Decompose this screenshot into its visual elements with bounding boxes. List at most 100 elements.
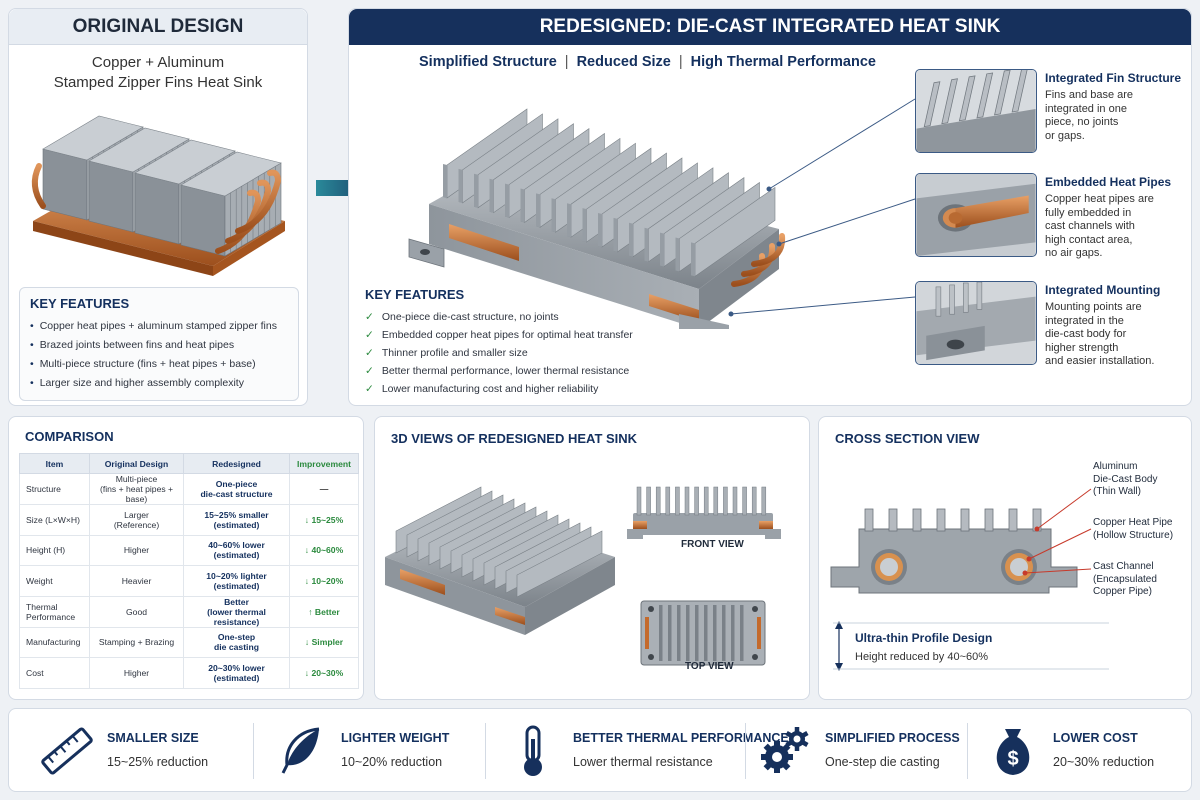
row-improvement: ↓ 15~25% [289, 504, 359, 536]
down-arrow-icon: ↓ [304, 575, 312, 586]
mounting-thumbnail [915, 281, 1037, 365]
callout-text: Copper heat pipes are fully embedded in … [1045, 193, 1154, 259]
comparison-table: Item Original Design Redesigned Improvem… [19, 453, 359, 689]
column-header: Improvement [289, 453, 359, 474]
divider [745, 723, 746, 779]
gear-tooth [774, 741, 780, 749]
original-design-panel: ORIGINAL DESIGN Copper + Aluminum Stampe… [8, 8, 308, 406]
fin-shape [723, 486, 728, 516]
benefit-desc: 20~30% reduction [1053, 755, 1155, 769]
label-copper-heat-pipe: Copper Heat Pipe(Hollow Structure) [1093, 517, 1174, 541]
row-improvement: ↓ 40~60% [289, 534, 359, 566]
redesigned-title: REDESIGNED: DIE-CAST INTEGRATED HEAT SIN… [349, 9, 1191, 45]
svg-text:$: $ [1007, 748, 1018, 770]
original-subtitle-line-2: Stamped Zipper Fins Heat Sink [53, 74, 263, 91]
fin-shape [668, 605, 672, 661]
column-header: Redesigned [183, 453, 290, 474]
fin-shape [704, 605, 708, 661]
benefit-desc: 15~25% reduction [107, 755, 209, 769]
fin-shape [694, 486, 699, 516]
fin-shape [703, 486, 709, 516]
fin-shape [180, 151, 282, 197]
tagline-item: Reduced Size [576, 54, 671, 70]
fin-shape [936, 508, 946, 532]
row-original: Higher [89, 657, 184, 689]
check-icon: ✓ [365, 329, 374, 341]
fin-shape [443, 164, 447, 198]
benefit-title: BETTER THERMAL PERFORMANCE [573, 731, 789, 745]
check-icon: ✓ [365, 365, 374, 377]
fin-shape [180, 184, 226, 257]
fin-shape [761, 486, 767, 516]
cross-section-title: CROSS SECTION VIEW [835, 431, 980, 446]
row-original: Larger(Reference) [89, 504, 184, 536]
column-header: Original Design [89, 453, 184, 474]
front-view-image [627, 486, 781, 539]
top-view-image [640, 600, 766, 666]
fin-shape [134, 172, 180, 245]
tagline-separator: | [564, 54, 569, 70]
fin-shape [691, 242, 695, 277]
thermometer-icon [524, 725, 542, 776]
callout-text: Mounting points are integrated in the di… [1045, 301, 1155, 367]
divider [485, 723, 486, 779]
ruler-icon [41, 727, 93, 775]
callout-integrated-fins: Integrated Fin Structure Fins and base a… [915, 69, 1185, 153]
row-improvement: ↑ Better [289, 595, 359, 628]
gear-tooth [785, 731, 795, 739]
fin-shape [888, 508, 898, 532]
fin-shape [751, 486, 757, 516]
check-icon: ✓ [365, 383, 374, 395]
row-item: Weight [19, 565, 90, 597]
fin-shape [88, 160, 134, 233]
fin-shape [731, 605, 735, 661]
fin-shape [636, 486, 642, 516]
benefit-desc: 10~20% reduction [341, 755, 443, 769]
original-key-features: KEY FEATURES Copper heat pipes + aluminu… [19, 287, 299, 401]
original-features-title: KEY FEATURES [30, 296, 130, 311]
callout-title: Integrated Fin Structure [1045, 71, 1182, 85]
fin-structure-thumbnail [915, 69, 1037, 153]
row-improvement: ↓ 10~20% [289, 565, 359, 597]
3d-views-panel: 3D VIEWS OF REDESIGNED HEAT SINK FR [374, 416, 810, 700]
row-item: Structure [19, 473, 90, 505]
original-feature-item: Brazed joints between fins and heat pipe… [30, 336, 288, 355]
row-redesigned: 20~30% lower(estimated) [183, 657, 290, 689]
redesigned-feature-item: ✓Better thermal performance, lower therm… [365, 365, 630, 377]
cross-section-drawing [830, 488, 1109, 671]
fin-shape [864, 508, 874, 532]
tagline-item: Simplified Structure [419, 54, 557, 70]
fin-shape [742, 486, 747, 516]
fin-shape [984, 508, 994, 532]
fin-shape [960, 508, 970, 532]
fin-shape [134, 139, 236, 185]
fin-shape [489, 178, 494, 213]
original-design-subtitle: Copper + Aluminum Stamped Zipper Fins He… [9, 53, 307, 93]
fin-shape [675, 486, 680, 516]
fin-shape [740, 605, 744, 661]
row-item: Cost [19, 657, 90, 689]
fin-shape [598, 213, 602, 247]
heat-pipe-shape [645, 617, 649, 649]
up-arrow-icon: ↑ [308, 606, 315, 617]
row-original: Higher [89, 534, 184, 566]
fin-shape [629, 222, 633, 257]
original-feature-item: Copper heat pipes + aluminum stamped zip… [30, 317, 288, 336]
fin-shape [659, 605, 663, 661]
tagline-item: High Thermal Performance [690, 54, 876, 70]
fin-shape [458, 168, 463, 203]
callout-integrated-mounting: Integrated Mounting Mounting points are … [915, 281, 1185, 367]
fin-shape [722, 605, 726, 661]
fin-shape [582, 208, 587, 243]
divider [967, 723, 968, 779]
isometric-view-image [385, 486, 615, 635]
down-arrow-icon: ↓ [304, 514, 312, 525]
redesigned-features-title: KEY FEATURES [365, 287, 465, 302]
tagline-separator: | [678, 54, 683, 70]
3d-views-drawing [385, 486, 781, 666]
row-redesigned: 10~20% lighter(estimated) [183, 565, 290, 597]
callout-text: Fins and base are integrated in one piec… [1045, 89, 1134, 142]
